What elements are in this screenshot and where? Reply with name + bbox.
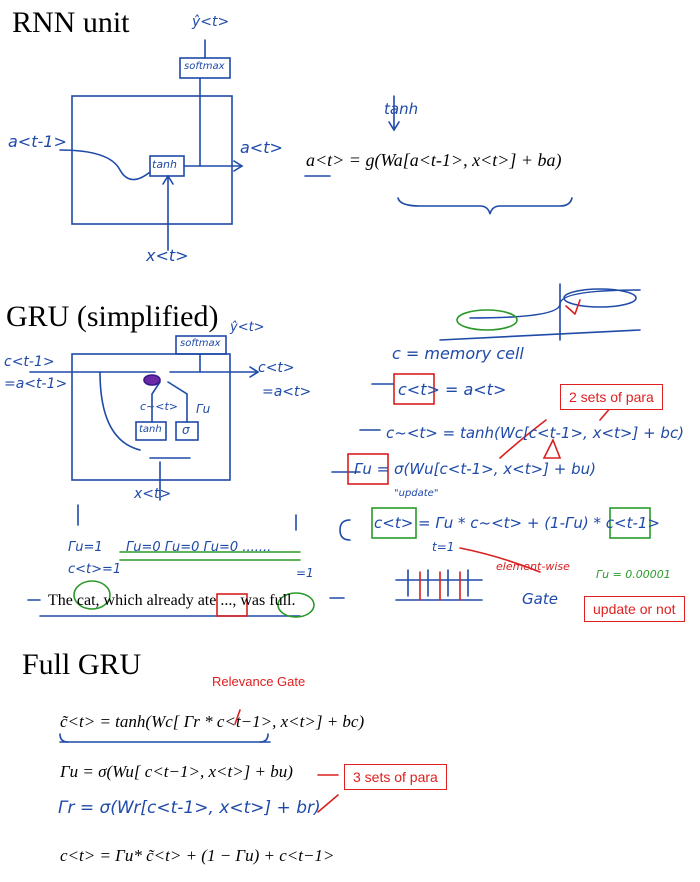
- rnn-x-label: x<t>: [146, 246, 189, 265]
- callout-relevance-gate: Relevance Gate: [212, 674, 306, 689]
- full-gru-eq3: Γr = σ(Wr[c<t-1>, x<t>] + br): [58, 798, 321, 818]
- gru-tanh-label: tanh: [139, 424, 162, 435]
- element-wise-label: element-wise: [496, 560, 570, 573]
- gamma-small-label: Γu = 0.00001: [596, 568, 671, 581]
- gru-a-next-label: =a<t>: [262, 384, 312, 400]
- c-tilde-eq: c~<t> = tanh(Wc[c<t-1>, x<t>] + bc): [386, 424, 685, 442]
- gru-softmax-label: softmax: [180, 338, 221, 349]
- one-label: =1: [296, 566, 314, 580]
- gru-tanh-box: [135, 421, 167, 441]
- title-gru-simplified: GRU (simplified): [6, 300, 219, 333]
- rnn-cell-box: [71, 95, 233, 225]
- callout-update-or-not: update or not: [584, 596, 685, 622]
- gru-x-label: x<t>: [134, 486, 172, 502]
- full-gru-eq4: c<t> = Γu* c̃<t> + (1 − Γu) + c<t−1>: [60, 846, 335, 865]
- example-sentence: The cat, which already ate ..., was full…: [48, 592, 296, 609]
- gru-y-label: ŷ<t>: [230, 320, 265, 335]
- gru-a-prev-label: =a<t-1>: [4, 376, 68, 392]
- c-eq: c<t> = a<t>: [398, 380, 507, 399]
- t-eq: t=1: [432, 540, 455, 554]
- rnn-tanh-label: tanh: [152, 158, 177, 171]
- callout-three-sets: 3 sets of para: [344, 764, 447, 790]
- gru-c-next-label: c<t>: [258, 360, 295, 376]
- gru-sigma-label: σ: [182, 423, 190, 437]
- title-rnn-unit: RNN unit: [12, 6, 130, 39]
- title-full-gru: Full GRU: [22, 648, 142, 681]
- gamma-u-eq: Γu = σ(Wu[c<t-1>, x<t>] + bu): [354, 460, 597, 478]
- gru-cell-box: [71, 353, 231, 481]
- gru-gamma-u-label: Γu: [196, 402, 211, 416]
- c-one-label: c<t>=1: [68, 562, 122, 577]
- gamma-values-label: Γu=0 Γu=0 Γu=0 .......: [126, 540, 272, 555]
- rnn-y-label: ŷ<t>: [192, 14, 230, 30]
- callout-two-sets: 2 sets of para: [560, 384, 663, 410]
- update-eq: c<t> = Γu * c~<t> + (1-Γu) * c<t-1>: [374, 514, 660, 532]
- full-gru-eq2: Γu = σ(Wu[ c<t−1>, x<t>] + bu): [60, 762, 293, 781]
- gate-label: Gate: [522, 590, 558, 608]
- memory-cell-label: c = memory cell: [392, 344, 524, 363]
- gamma-one-label: Γu=1: [68, 540, 103, 555]
- rnn-equation: a<t> = g(Wa[a<t-1>, x<t>] + ba): [306, 150, 562, 170]
- full-gru-eq1: c̃<t> = tanh(Wc[ Γr * c<t−1>, x<t>] + bc…: [60, 712, 365, 731]
- rnn-a-prev-label: a<t-1>: [8, 132, 67, 151]
- gru-c-prev-label: c<t-1>: [4, 354, 55, 370]
- rnn-tanh-annotation: tanh: [384, 100, 419, 118]
- gru-softmax-box: [175, 335, 227, 355]
- rnn-a-next-label: a<t>: [240, 138, 283, 157]
- gru-c-tilde-label: c~<t>: [140, 400, 179, 413]
- rnn-softmax-label: softmax: [184, 61, 225, 72]
- update-word: "update": [394, 488, 439, 499]
